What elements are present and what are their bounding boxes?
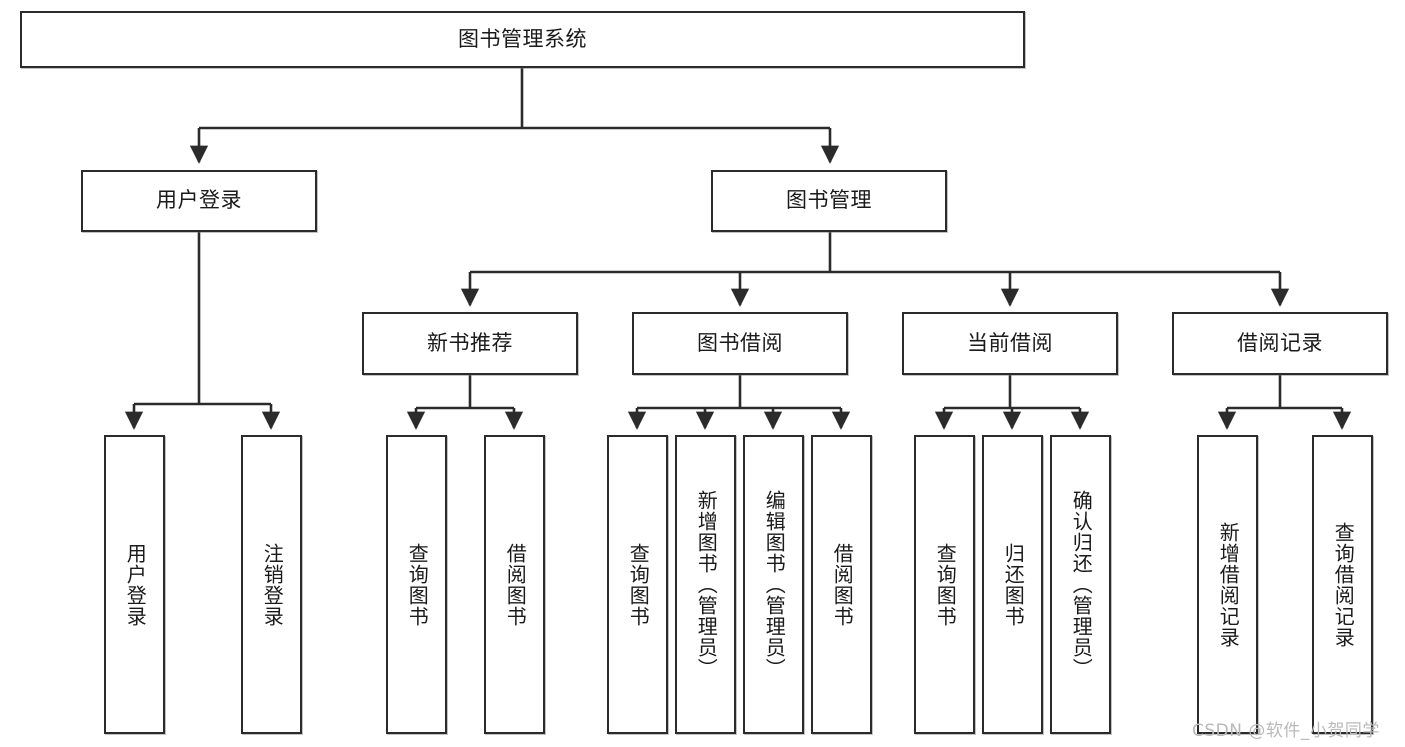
node-user-login[interactable]: 用户登录	[81, 170, 317, 232]
node-label: 编辑图书（管理员）	[762, 490, 787, 679]
csdn-watermark: CSDN @软件_小贺同学	[1192, 721, 1380, 741]
leaf-borrow-book-recommend[interactable]: 借阅图书	[484, 435, 545, 734]
node-label: 借阅图书	[503, 542, 528, 627]
node-label: 新增借阅记录	[1216, 521, 1241, 648]
leaf-borrow-book[interactable]: 借阅图书	[811, 435, 872, 734]
node-label: 图书借阅	[697, 330, 783, 355]
node-new-book-recommend[interactable]: 新书推荐	[362, 312, 578, 375]
leaf-user-login[interactable]: 用户登录	[104, 435, 165, 734]
node-label: 用户登录	[156, 188, 242, 213]
node-label: 确认归还（管理员）	[1069, 490, 1094, 679]
leaf-edit-book-admin[interactable]: 编辑图书（管理员）	[743, 435, 804, 734]
node-borrow-record[interactable]: 借阅记录	[1172, 312, 1388, 375]
node-book-management[interactable]: 图书管理	[711, 170, 947, 232]
leaf-query-borrow-record[interactable]: 查询借阅记录	[1312, 435, 1373, 734]
node-root-system[interactable]: 图书管理系统	[20, 11, 1025, 68]
leaf-query-book-current[interactable]: 查询图书	[914, 435, 975, 734]
node-label: 注销登录	[260, 542, 285, 627]
node-label: 归还图书	[1001, 542, 1026, 627]
node-label: 查询借阅记录	[1331, 521, 1356, 648]
node-label: 借阅记录	[1237, 330, 1323, 355]
node-label: 新增图书（管理员）	[694, 490, 719, 679]
node-label: 查询图书	[933, 542, 958, 627]
node-label: 借阅图书	[830, 542, 855, 627]
leaf-return-book[interactable]: 归还图书	[982, 435, 1043, 734]
leaf-add-borrow-record[interactable]: 新增借阅记录	[1197, 435, 1258, 734]
leaf-add-book-admin[interactable]: 新增图书（管理员）	[675, 435, 736, 734]
node-label: 图书管理	[786, 188, 872, 213]
node-current-borrow[interactable]: 当前借阅	[902, 312, 1118, 375]
node-label: 新书推荐	[427, 330, 513, 355]
leaf-logout[interactable]: 注销登录	[241, 435, 302, 734]
node-label: 图书管理系统	[458, 26, 587, 51]
node-label: 用户登录	[123, 542, 148, 627]
node-book-borrow[interactable]: 图书借阅	[632, 312, 848, 375]
leaf-confirm-return-admin[interactable]: 确认归还（管理员）	[1050, 435, 1111, 734]
leaf-query-book-recommend[interactable]: 查询图书	[386, 435, 447, 734]
leaf-query-book-borrow[interactable]: 查询图书	[607, 435, 668, 734]
node-label: 查询图书	[626, 542, 651, 627]
node-label: 查询图书	[405, 542, 430, 627]
node-label: 当前借阅	[967, 330, 1053, 355]
